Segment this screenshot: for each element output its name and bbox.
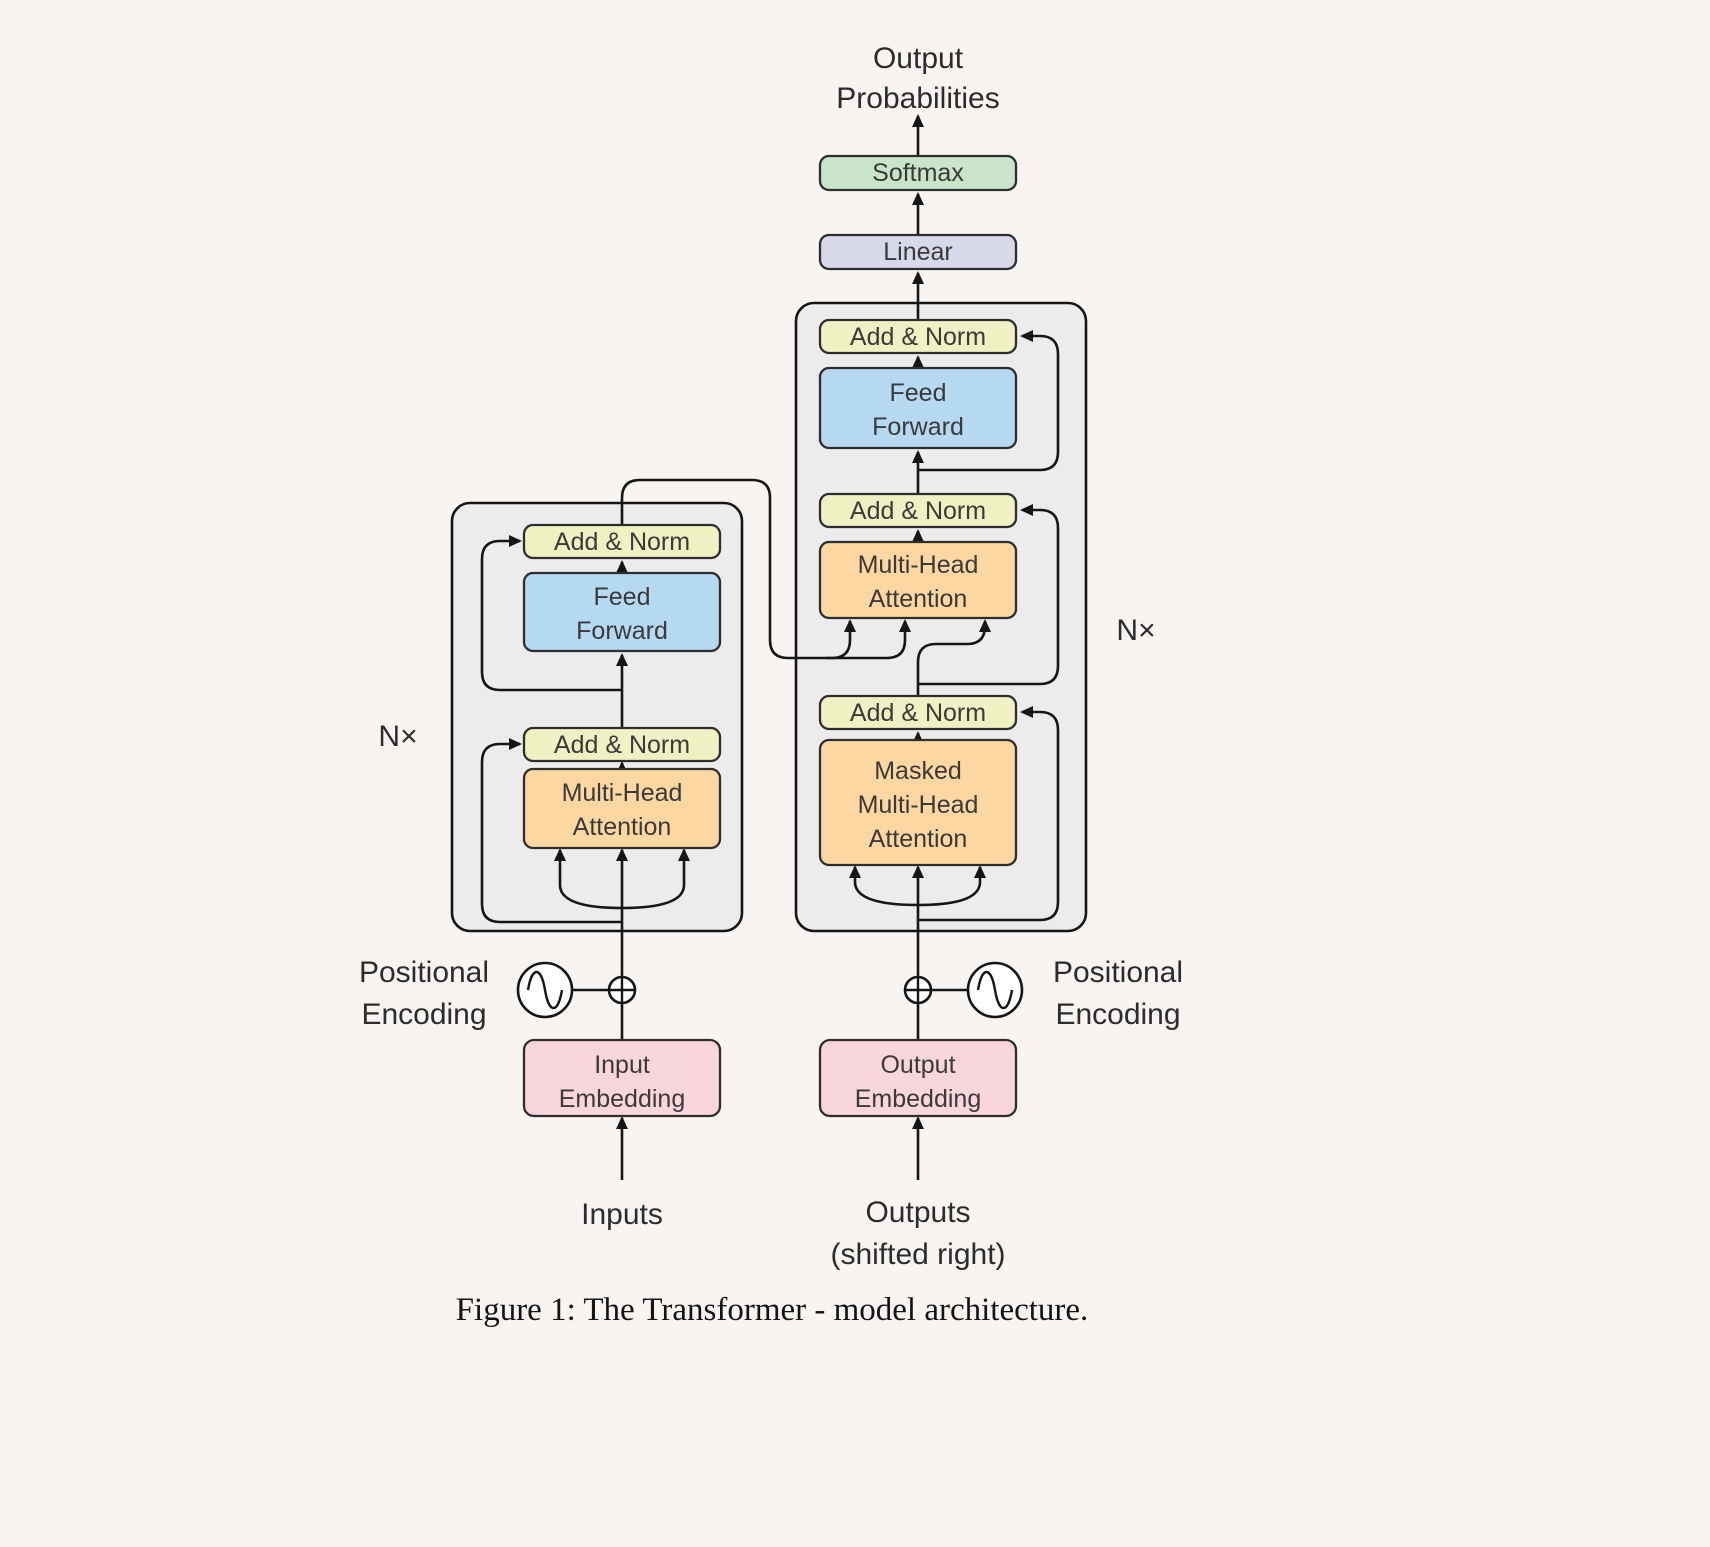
outputs-label-line1: Outputs: [865, 1196, 970, 1229]
output-probabilities-label-line2: Probabilities: [836, 82, 999, 115]
arrow-encoder-output-branch: [826, 619, 856, 660]
output-embedding-label-line2: Embedding: [855, 1085, 981, 1113]
arrow-encoder-stream-left-branch: [554, 848, 623, 910]
encoder-stack-container: [450, 501, 744, 933]
encoder-multi-head-attention-box: [522, 767, 722, 850]
positional-encoding-label-left-line2: Encoding: [361, 998, 486, 1031]
linear-box: [818, 233, 1018, 271]
decoder-feed-forward-label-line1: Feed: [890, 379, 947, 407]
decoder-add-norm-middle-label: Add & Norm: [850, 497, 986, 525]
encoder-add-norm-bottom-label: Add & Norm: [554, 731, 690, 759]
softmax-box: [818, 154, 1018, 192]
arrow-decoder-query-into-mha: [916, 619, 991, 696]
decoder-multi-head-attention-box: [818, 540, 1018, 620]
connection-arrows: [480, 114, 1060, 1180]
sine-wave-icon-left: [526, 970, 564, 1010]
encoder-feed-forward-label-line2: Forward: [576, 617, 668, 645]
add-symbol-left-plus: [609, 977, 635, 1003]
encoder-feed-forward-label-line1: Feed: [594, 583, 651, 611]
decoder-mha-label-line2: Attention: [869, 585, 968, 613]
encoder-n-times-label: N×: [378, 720, 417, 753]
output-embedding-label-line1: Output: [880, 1051, 955, 1079]
encoder-feed-forward-box: [522, 571, 722, 653]
arrow-decoder-stream-right-branch: [917, 865, 986, 907]
add-symbol-right-plus: [905, 977, 931, 1003]
decoder-n-times-label: N×: [1116, 614, 1155, 647]
residual-decoder-ff: [918, 330, 1060, 472]
encoder-add-norm-bottom-box: [522, 726, 722, 763]
decoder-add-norm-bottom-box: [818, 694, 1018, 731]
arrow-encoder-output-to-decoder-mha: [620, 478, 911, 660]
figure-caption: Figure 1: The Transformer - model archit…: [456, 1292, 1089, 1328]
decoder-add-norm-middle-box: [818, 492, 1018, 529]
output-probabilities-label-line1: Output: [873, 42, 964, 75]
arrow-encoder-stream-right-branch: [621, 848, 690, 910]
positional-encoding-label-left-line1: Positional: [359, 956, 489, 989]
decoder-mha-label-line1: Multi-Head: [858, 551, 979, 579]
decoder-feed-forward-label-line2: Forward: [872, 413, 964, 441]
linear-label: Linear: [883, 238, 953, 266]
encoder-mha-label-line2: Attention: [573, 813, 672, 841]
decoder-add-norm-top-label: Add & Norm: [850, 323, 986, 351]
inputs-label: Inputs: [581, 1198, 663, 1231]
masked-multi-head-attention-box: [818, 738, 1018, 867]
decoder-feed-forward-box: [818, 366, 1018, 450]
outputs-label-line2: (shifted right): [830, 1238, 1005, 1271]
softmax-label: Softmax: [872, 159, 964, 187]
sine-wave-icon-right: [976, 970, 1014, 1010]
masked-mha-label-line2: Multi-Head: [858, 791, 979, 819]
residual-masked-mha: [918, 706, 1060, 922]
input-embedding-box: [522, 1038, 722, 1118]
masked-mha-label-line3: Attention: [869, 825, 968, 853]
encoder-add-norm-top-label: Add & Norm: [554, 528, 690, 556]
positional-encoding-label-right-line1: Positional: [1053, 956, 1183, 989]
encoder-mha-label-line1: Multi-Head: [562, 779, 683, 807]
residual-encoder-mha: [480, 738, 622, 924]
arrow-decoder-stream-left-branch: [849, 865, 919, 907]
output-embedding-box: [818, 1038, 1018, 1118]
positional-encoding-label-right-line2: Encoding: [1055, 998, 1180, 1031]
input-embedding-label-line2: Embedding: [559, 1085, 685, 1113]
input-embedding-label-line1: Input: [594, 1051, 650, 1079]
encoder-add-norm-top-box: [522, 523, 722, 560]
masked-mha-label-line1: Masked: [874, 757, 962, 785]
decoder-add-norm-top-box: [818, 318, 1018, 355]
residual-encoder-ff: [480, 535, 622, 692]
residual-decoder-cross-attention: [918, 504, 1060, 686]
decoder-add-norm-bottom-label: Add & Norm: [850, 699, 986, 727]
